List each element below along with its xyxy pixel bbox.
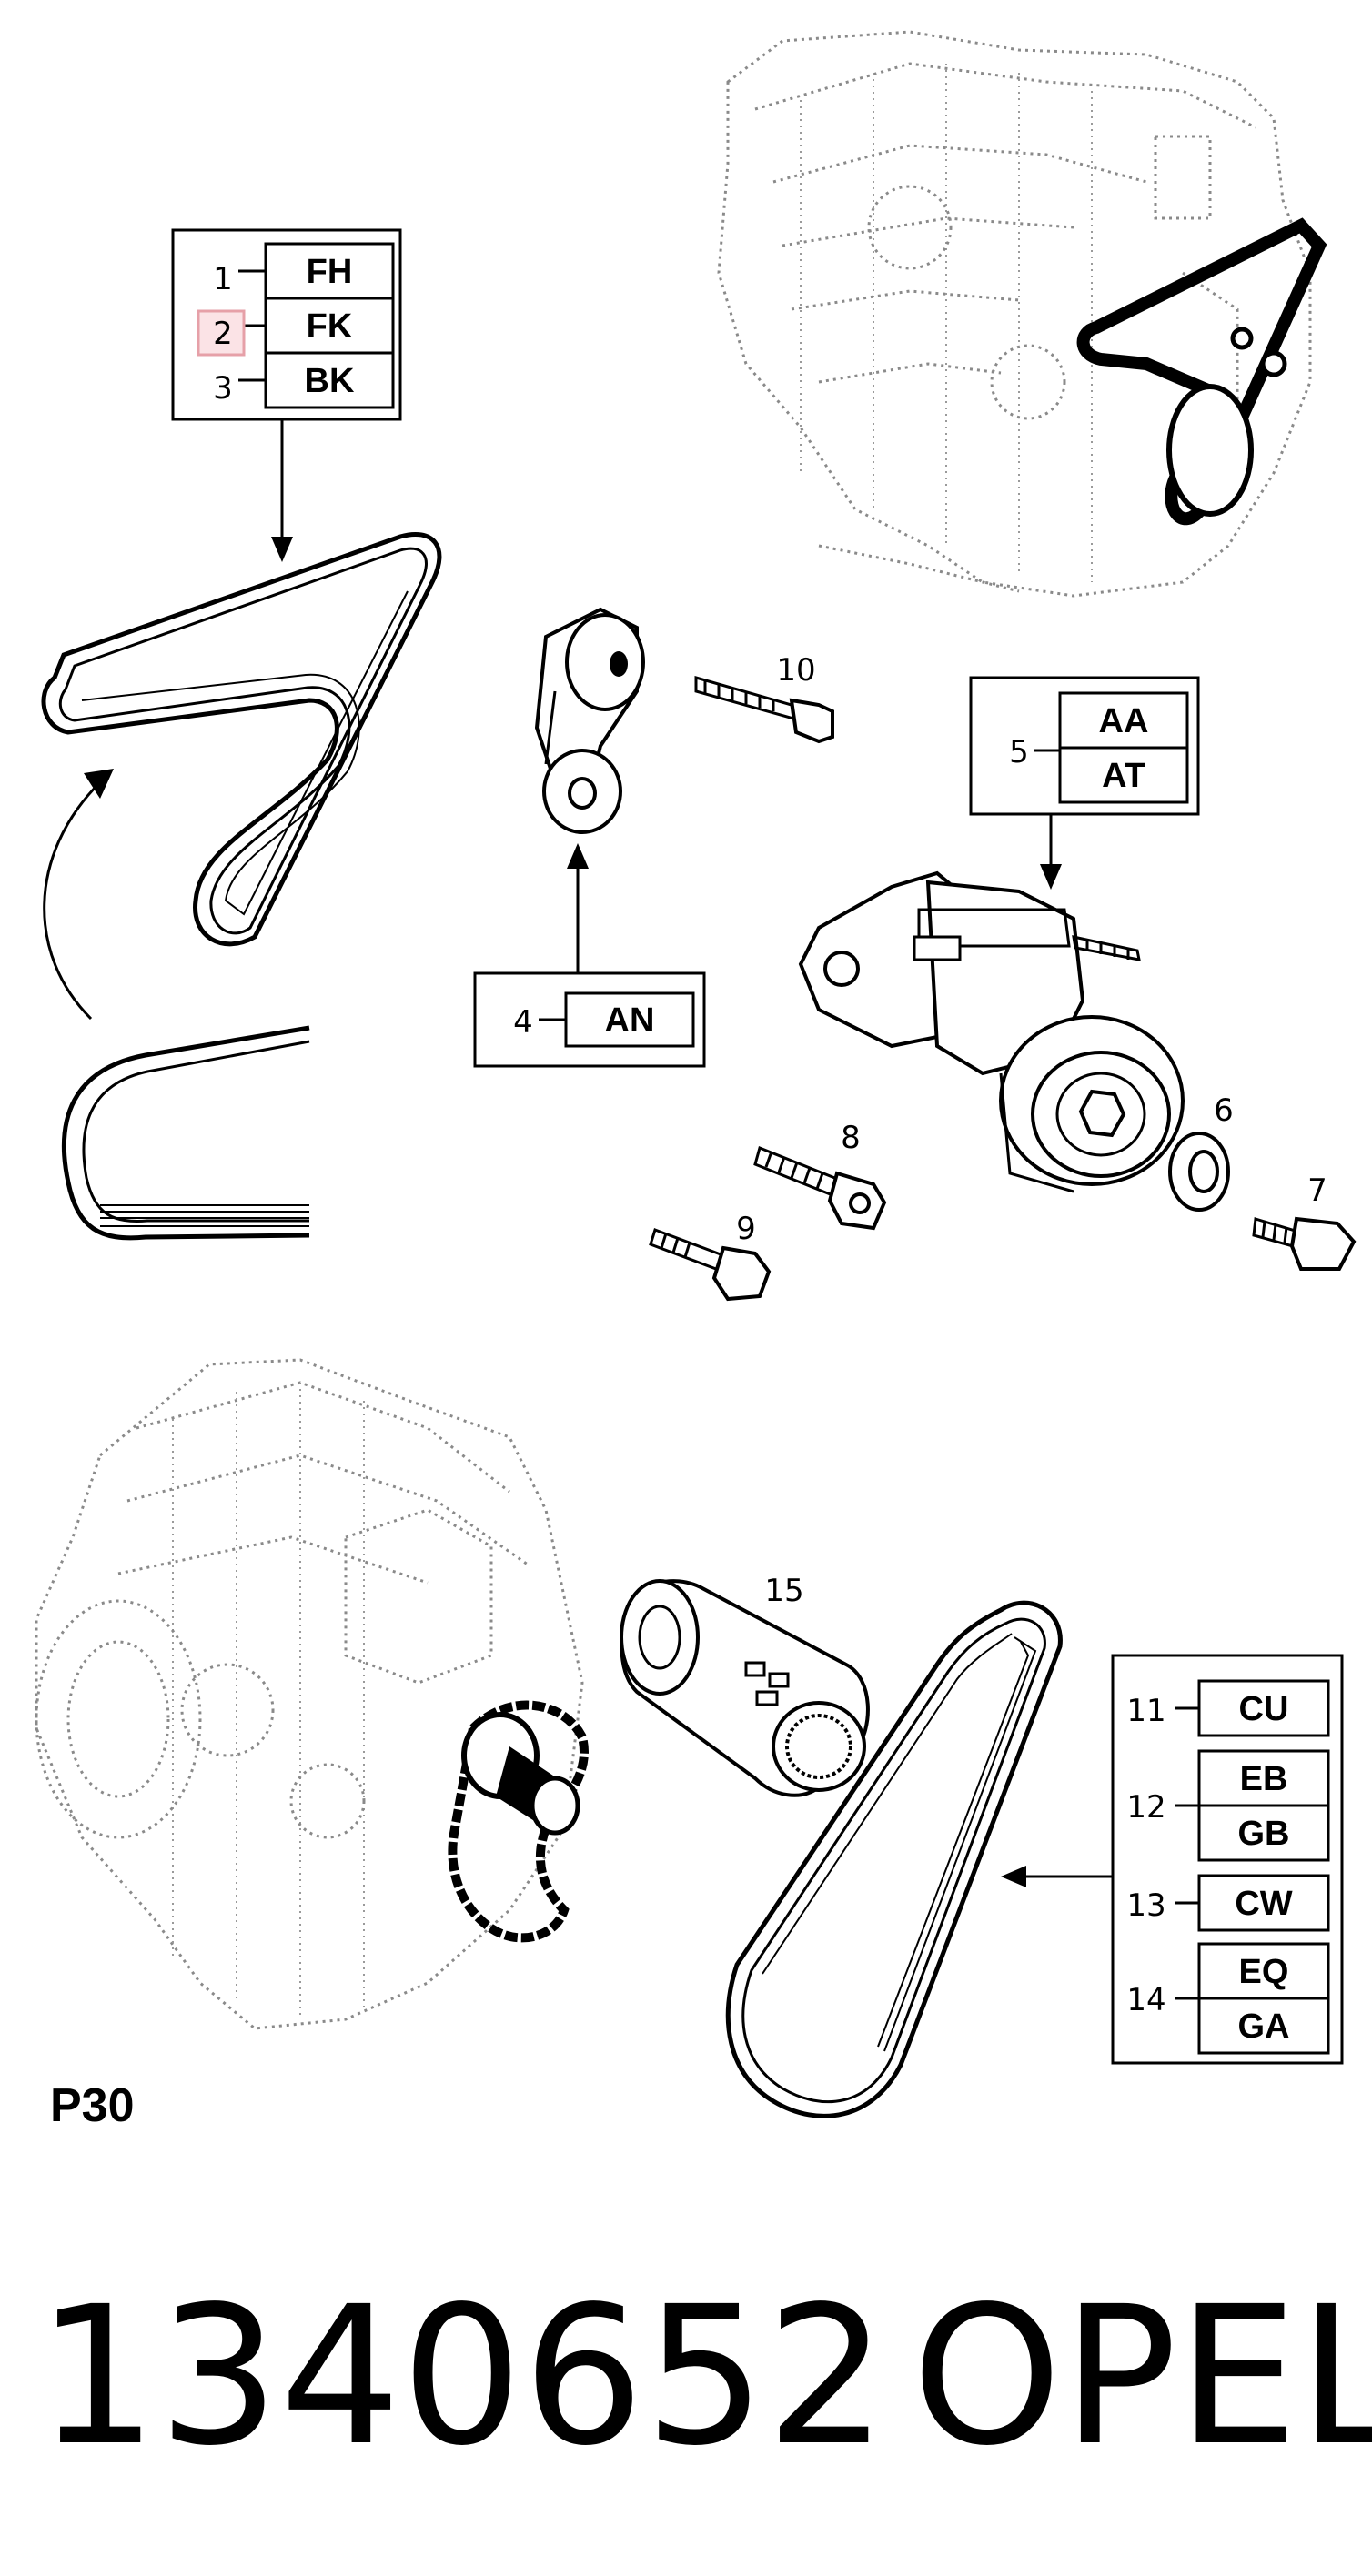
part-number-10: 10 (776, 652, 815, 689)
idler-pulley-part (534, 607, 645, 834)
code-fk: FK (307, 307, 353, 346)
washer-part-6: 6 (1168, 1092, 1234, 1212)
code-cu: CU (1239, 1690, 1289, 1728)
part-number-7: 7 (1307, 1172, 1327, 1209)
callout-number-1: 1 (213, 261, 233, 297)
part-number-8: 8 (841, 1120, 861, 1156)
code-cw: CW (1235, 1885, 1292, 1923)
belt-ribbed-bottom (725, 1600, 1063, 2118)
code-bk: BK (305, 362, 355, 400)
engine-illustration-top (717, 30, 1327, 598)
callout-number-11: 11 (1126, 1693, 1165, 1729)
pulley-part-15: 15 (620, 1573, 870, 1797)
code-at: AT (1102, 757, 1145, 795)
code-fh: FH (307, 253, 353, 291)
callout-number-5: 5 (1009, 734, 1029, 770)
bolt-part-9: 9 (649, 1211, 772, 1302)
part-number-6: 6 (1214, 1092, 1234, 1129)
callout-group-5: 5 AA AT (969, 676, 1200, 890)
footer-brand: OPEL (912, 2265, 1372, 2488)
callout-number-12: 12 (1126, 1789, 1165, 1826)
engine-illustration-bottom (35, 1358, 589, 2030)
callout-group-1-3: 1 2 3 FH FK BK (171, 228, 402, 562)
page-code: P30 (50, 2079, 135, 2132)
part-number-15: 15 (764, 1573, 803, 1609)
bolt-part-10: 10 (694, 652, 834, 744)
code-ga: GA (1238, 2007, 1290, 2046)
callout-number-2: 2 (213, 316, 233, 352)
footer-part-number: 1340652 (36, 2265, 887, 2488)
code-an: AN (605, 1001, 655, 1040)
code-eb: EB (1240, 1760, 1288, 1798)
bolt-part-8: 8 (753, 1120, 887, 1231)
code-aa: AA (1099, 702, 1149, 740)
part-number-9: 9 (736, 1211, 756, 1247)
belt-tensioner-part (798, 870, 1185, 1193)
callout-group-4: 4 AN (473, 843, 706, 1068)
callout-group-11-14: 11 12 13 14 CU EB GB CW EQ GA (1001, 1654, 1344, 2065)
callout-number-13: 13 (1126, 1887, 1165, 1924)
callout-number-3: 3 (213, 370, 233, 407)
code-gb: GB (1238, 1815, 1290, 1853)
bolt-part-7: 7 (1252, 1172, 1357, 1271)
code-eq: EQ (1239, 1953, 1289, 1991)
highlight-box (197, 309, 246, 357)
callout-number-14: 14 (1126, 1982, 1165, 2018)
belt-ribbed-left (41, 531, 442, 1241)
callout-number-4: 4 (513, 1004, 533, 1041)
